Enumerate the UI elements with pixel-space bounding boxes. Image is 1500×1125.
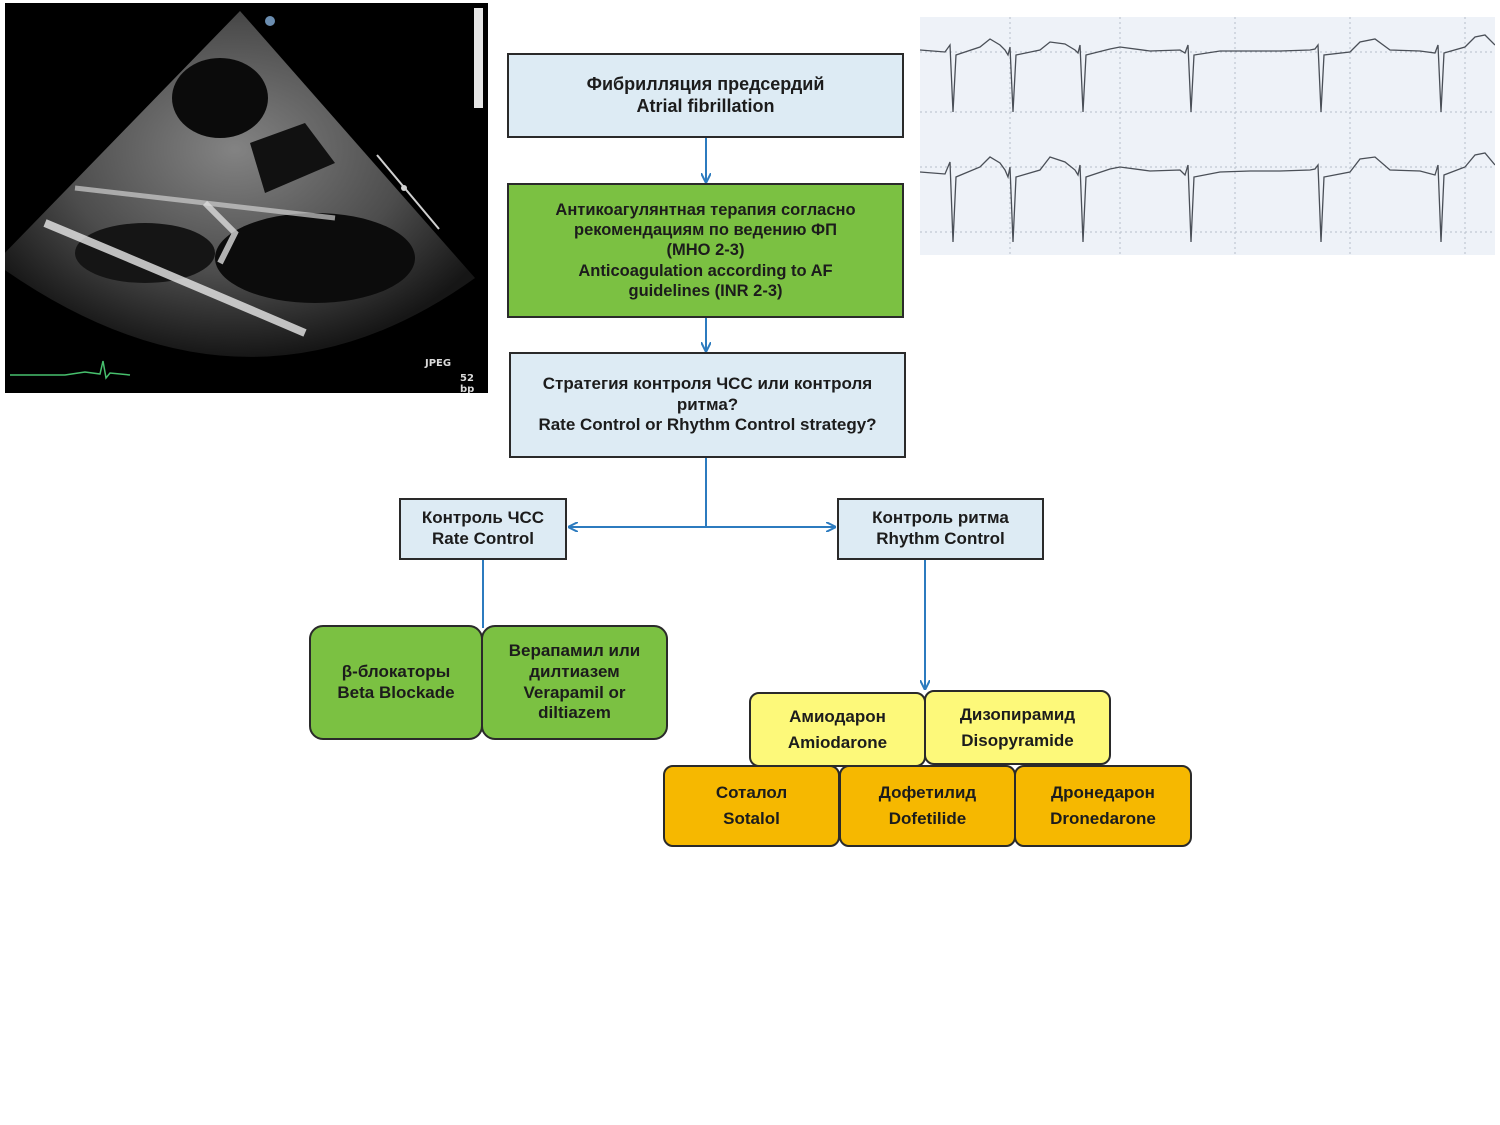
anticoag-ru-line3: (МНО 2-3) (666, 241, 745, 260)
disopyramide-box: Дизопирамид Disopyramide (924, 690, 1111, 765)
strategy-ru-line2: ритма? (676, 394, 739, 414)
dofetilide-ru: Дофетилид (878, 782, 977, 802)
verapamil-ru-line2: дилтиазем (529, 661, 620, 681)
sotalol-box: Соталол Sotalol (663, 765, 840, 847)
ecg-strip-image (920, 17, 1495, 255)
rhythm-control-en: Rhythm Control (876, 529, 1005, 548)
amiodarone-en: Amiodarone (787, 732, 888, 752)
echo-jpeg-label: JPEG (425, 358, 452, 369)
anticoag-en-line1: Anticoagulation according to AF (578, 261, 833, 280)
anticoagulation-box: Антикоагулянтная терапия согласно рекоме… (507, 183, 904, 318)
atrial-fibrillation-box: Фибрилляция предсердий Atrial fibrillati… (507, 53, 904, 138)
sotalol-ru: Соталол (715, 782, 788, 802)
anticoag-ru-line1: Антикоагулянтная терапия согласно (555, 201, 856, 220)
rate-control-box: Контроль ЧСС Rate Control (399, 498, 567, 560)
strategy-box: Стратегия контроля ЧСС или контроля ритм… (509, 352, 906, 458)
amiodarone-box: Амиодарон Amiodarone (749, 692, 926, 767)
rhythm-control-box: Контроль ритма Rhythm Control (837, 498, 1044, 560)
rate-control-ru: Контроль ЧСС (421, 508, 545, 528)
ecg-graphic (920, 17, 1495, 255)
disopyramide-en: Disopyramide (961, 730, 1074, 750)
beta-blockers-ru: β-блокаторы (341, 661, 451, 681)
dronedarone-ru: Дронедарон (1051, 782, 1155, 802)
echo-speed-label: 52 bp (460, 373, 475, 393)
anticoag-ru-line2: рекомендациям по ведению ФП (574, 221, 837, 240)
amiodarone-ru: Амиодарон (789, 707, 886, 726)
verapamil-en-line1: Verapamil or (523, 682, 626, 702)
echo-graphic (5, 3, 488, 393)
verapamil-en-line2: diltiazem (538, 703, 611, 723)
dronedarone-box: Дронедарон Dronedarone (1014, 765, 1192, 847)
beta-blockers-en: Beta Blockade (337, 682, 455, 702)
strategy-en: Rate Control or Rhythm Control strategy? (538, 415, 877, 435)
dofetilide-en: Dofetilide (888, 809, 967, 828)
verapamil-ru-line1: Верапамил или (508, 641, 641, 661)
anticoag-en-line2: guidelines (INR 2-3) (628, 281, 783, 300)
dofetilide-box: Дофетилид Dofetilide (839, 765, 1016, 847)
af-en-label: Atrial fibrillation (636, 95, 775, 116)
beta-blockers-box: β-блокаторы Beta Blockade (309, 625, 483, 740)
rate-control-en: Rate Control (432, 529, 534, 548)
verapamil-box: Верапамил или дилтиазем Verapamil or dil… (481, 625, 668, 740)
dronedarone-en: Dronedarone (1050, 809, 1156, 828)
strategy-ru-line1: Стратегия контроля ЧСС или контроля (542, 373, 873, 393)
rhythm-control-ru: Контроль ритма (872, 508, 1009, 528)
af-ru-label: Фибрилляция предсердий (586, 73, 825, 94)
echocardiogram-image: JPEG 52 bp (5, 3, 488, 393)
sotalol-en: Sotalol (723, 809, 780, 828)
disopyramide-ru: Дизопирамид (959, 705, 1076, 724)
